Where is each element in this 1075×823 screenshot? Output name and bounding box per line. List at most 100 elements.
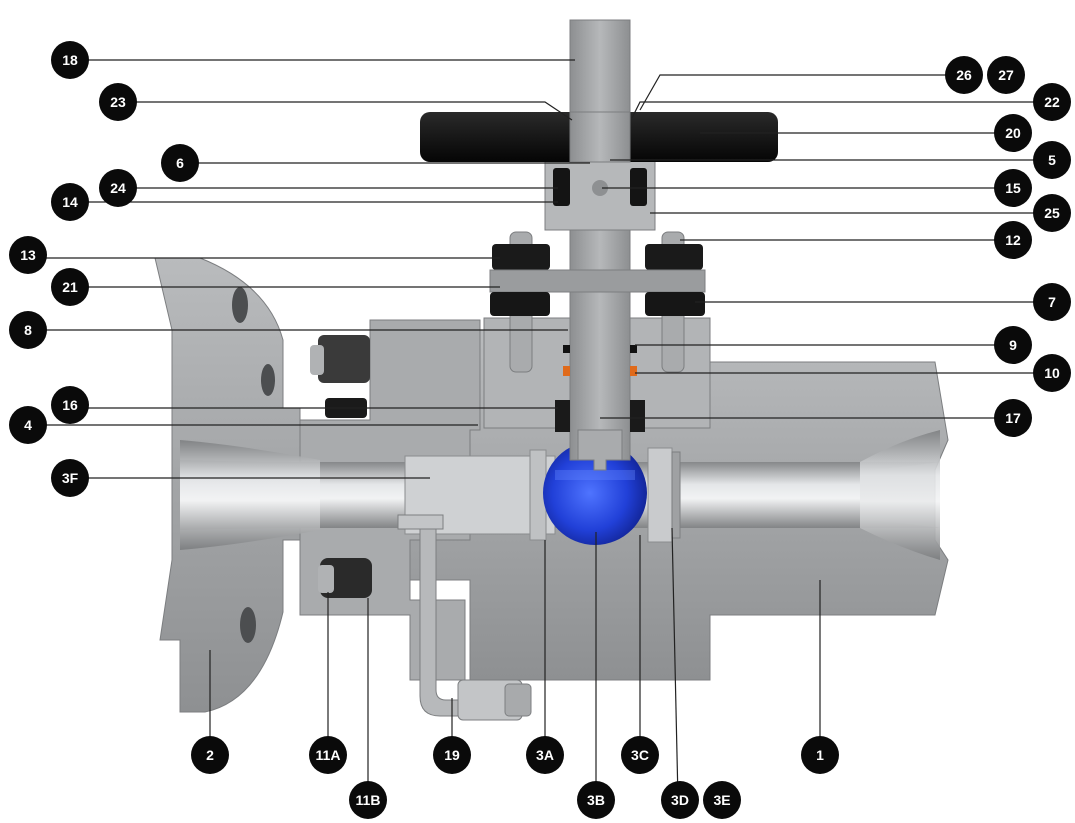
packing-ring bbox=[563, 345, 570, 353]
callout-19: 19 bbox=[433, 736, 471, 774]
flange-bolt-hole bbox=[232, 287, 248, 323]
svg-text:23: 23 bbox=[110, 94, 126, 110]
leader-23 bbox=[118, 101, 573, 121]
cap-screw-lower-shank bbox=[318, 565, 334, 593]
svg-text:11B: 11B bbox=[356, 792, 381, 808]
bushing-right bbox=[630, 400, 645, 432]
callout-27: 27 bbox=[987, 56, 1025, 94]
ball-highlight bbox=[555, 470, 635, 480]
callout-18: 18 bbox=[51, 41, 89, 79]
svg-text:11A: 11A bbox=[316, 747, 341, 763]
leader-22 bbox=[631, 101, 1038, 119]
cap-screw-upper-shank bbox=[310, 345, 324, 375]
svg-text:27: 27 bbox=[998, 67, 1014, 83]
svg-text:3E: 3E bbox=[713, 792, 730, 808]
svg-text:6: 6 bbox=[176, 155, 184, 171]
disc-spring-left bbox=[490, 292, 550, 316]
callout-15: 15 bbox=[994, 169, 1032, 207]
callout-25: 25 bbox=[1033, 194, 1071, 232]
orange-seal-left bbox=[563, 366, 570, 376]
svg-text:3D: 3D bbox=[671, 792, 689, 808]
gland-nut-top-left bbox=[492, 244, 550, 270]
svg-text:9: 9 bbox=[1009, 337, 1017, 353]
callout-3E: 3E bbox=[703, 781, 741, 819]
callout-1: 1 bbox=[801, 736, 839, 774]
callout-13: 13 bbox=[9, 236, 47, 274]
callout-12: 12 bbox=[994, 221, 1032, 259]
callout-3F: 3F bbox=[51, 459, 89, 497]
callout-3A: 3A bbox=[526, 736, 564, 774]
svg-text:15: 15 bbox=[1005, 180, 1021, 196]
svg-text:8: 8 bbox=[24, 322, 32, 338]
svg-text:4: 4 bbox=[24, 417, 32, 433]
cap-screw-upper bbox=[318, 335, 370, 383]
callout-3D: 3D bbox=[661, 781, 699, 819]
gland-plate bbox=[489, 269, 706, 293]
svg-text:3B: 3B bbox=[587, 792, 605, 808]
svg-text:20: 20 bbox=[1005, 125, 1021, 141]
callout-11B: 11B bbox=[349, 781, 387, 819]
callout-21: 21 bbox=[51, 268, 89, 306]
svg-text:7: 7 bbox=[1048, 294, 1056, 310]
handle-hub bbox=[569, 111, 631, 163]
callout-8: 8 bbox=[9, 311, 47, 349]
svg-text:12: 12 bbox=[1005, 232, 1021, 248]
callout-5: 5 bbox=[1033, 141, 1071, 179]
leader-26 bbox=[639, 74, 960, 111]
leader-3D bbox=[671, 527, 679, 801]
svg-text:13: 13 bbox=[20, 247, 36, 263]
svg-text:18: 18 bbox=[62, 52, 78, 68]
collar-insert-left bbox=[553, 168, 570, 206]
leader-lines bbox=[30, 59, 1038, 801]
callout-3C: 3C bbox=[621, 736, 659, 774]
callout-23: 23 bbox=[99, 83, 137, 121]
callout-16: 16 bbox=[51, 386, 89, 424]
stem bbox=[569, 19, 631, 461]
callout-4: 4 bbox=[9, 406, 47, 444]
flange-bolt-hole bbox=[261, 364, 275, 396]
bushing-left bbox=[555, 400, 570, 432]
svg-text:10: 10 bbox=[1044, 365, 1060, 381]
callout-3B: 3B bbox=[577, 781, 615, 819]
svg-text:24: 24 bbox=[110, 180, 126, 196]
valve-body-group bbox=[154, 19, 949, 721]
callout-11A: 11A bbox=[309, 736, 347, 774]
ball bbox=[543, 441, 647, 545]
callout-2: 2 bbox=[191, 736, 229, 774]
svg-text:14: 14 bbox=[62, 194, 78, 210]
seat-ring-right bbox=[647, 447, 673, 543]
svg-text:25: 25 bbox=[1044, 205, 1060, 221]
bore-flare-left bbox=[180, 440, 320, 550]
disc-spring-right bbox=[645, 292, 705, 316]
callouts: 18 23 26 27 22 20 6 5 24 15 14 25 13 12 … bbox=[9, 41, 1071, 819]
callout-14: 14 bbox=[51, 183, 89, 221]
callout-9: 9 bbox=[994, 326, 1032, 364]
callout-17: 17 bbox=[994, 399, 1032, 437]
callout-20: 20 bbox=[994, 114, 1032, 152]
svg-text:3F: 3F bbox=[62, 470, 79, 486]
flange-bolt-hole bbox=[240, 607, 256, 643]
drain-fitting-nut bbox=[504, 683, 532, 717]
callout-7: 7 bbox=[1033, 283, 1071, 321]
svg-text:1: 1 bbox=[816, 747, 824, 763]
callout-10: 10 bbox=[1033, 354, 1071, 392]
callout-26: 26 bbox=[945, 56, 983, 94]
svg-text:2: 2 bbox=[206, 747, 214, 763]
stem-pin bbox=[592, 180, 608, 196]
stem-tang bbox=[577, 429, 623, 471]
svg-text:3A: 3A bbox=[536, 747, 554, 763]
svg-text:5: 5 bbox=[1048, 152, 1056, 168]
bore-flare-right bbox=[860, 430, 940, 560]
collar-insert-right bbox=[630, 168, 647, 206]
gland-nut-top-right bbox=[645, 244, 703, 270]
packing-ring bbox=[630, 345, 637, 353]
spring-ring bbox=[671, 451, 681, 539]
svg-text:26: 26 bbox=[956, 67, 972, 83]
svg-text:16: 16 bbox=[62, 397, 78, 413]
callout-6: 6 bbox=[161, 144, 199, 182]
svg-text:21: 21 bbox=[62, 279, 78, 295]
drain-port bbox=[397, 514, 444, 530]
svg-text:3C: 3C bbox=[631, 747, 649, 763]
callout-24: 24 bbox=[99, 169, 137, 207]
